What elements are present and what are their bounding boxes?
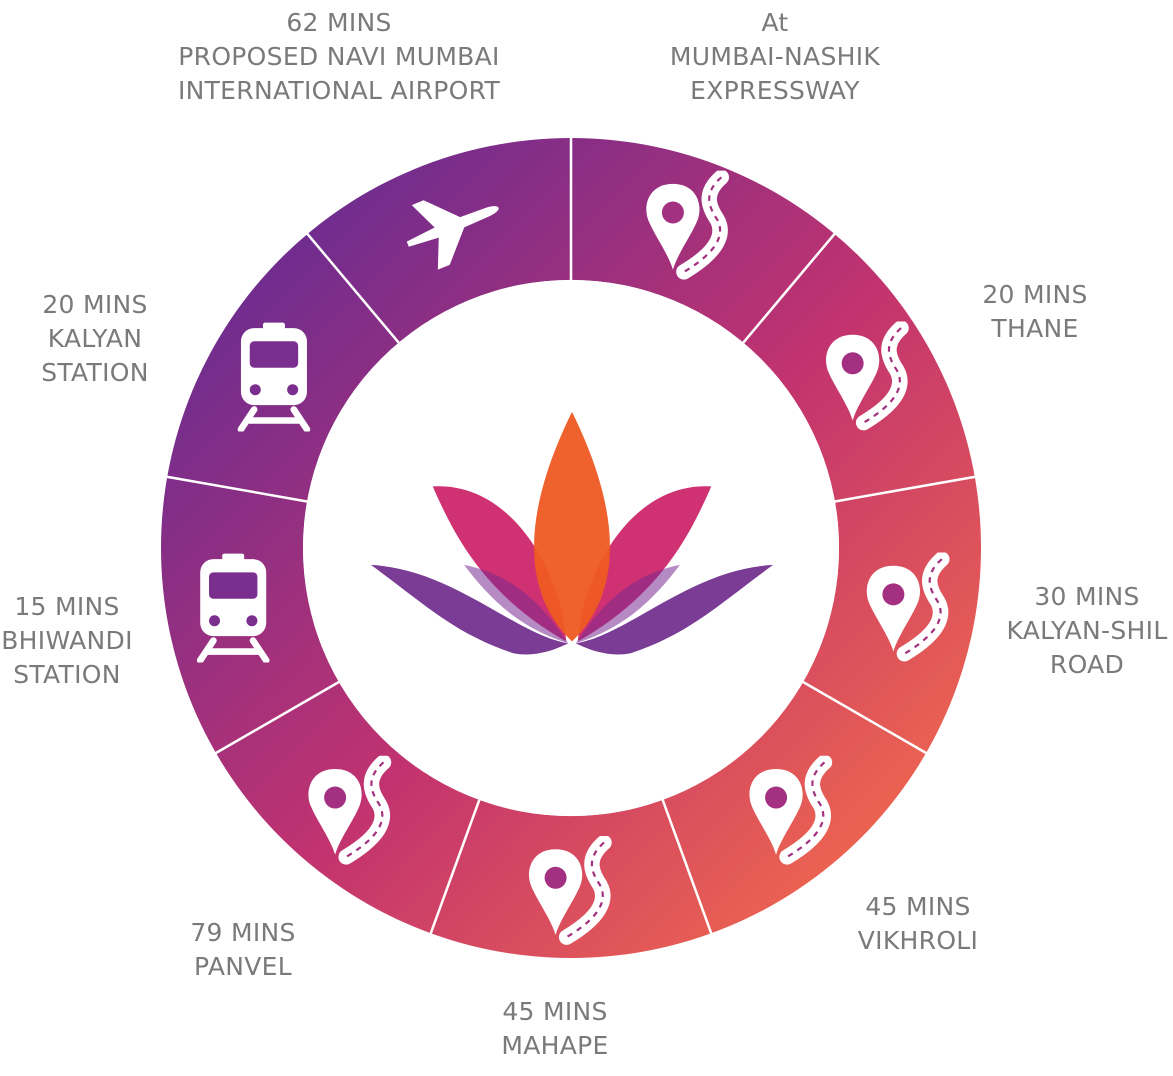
- label-panvel: 79 MINS PANVEL: [190, 918, 296, 981]
- segment-divider: [305, 231, 400, 344]
- segment-divider: [742, 231, 837, 344]
- connectivity-ring: [161, 138, 981, 958]
- segment-divider: [213, 680, 340, 756]
- segment-divider: [802, 680, 929, 756]
- label-kalyan-station: 20 MINS KALYAN STATION: [41, 290, 149, 387]
- segment-divider: [834, 475, 977, 503]
- label-kalyan-shil-road: 30 MINS KALYAN-SHIL ROAD: [1006, 582, 1168, 679]
- label-navi-mumbai-airport: 62 MINS PROPOSED NAVI MUMBAI INTERNATION…: [177, 8, 501, 105]
- label-mumbai-nashik-expressway: At MUMBAI-NASHIK EXPRESSWAY: [669, 8, 881, 105]
- label-bhiwandi-station: 15 MINS BHIWANDI STATION: [1, 592, 133, 689]
- segment-divider: [165, 475, 308, 503]
- label-mahape: 45 MINS MAHAPE: [501, 997, 609, 1060]
- segment-divider: [661, 799, 714, 936]
- label-thane: 20 MINS THANE: [982, 280, 1088, 343]
- label-vikhroli: 45 MINS VIKHROLI: [857, 892, 979, 955]
- segment-divider: [428, 799, 481, 936]
